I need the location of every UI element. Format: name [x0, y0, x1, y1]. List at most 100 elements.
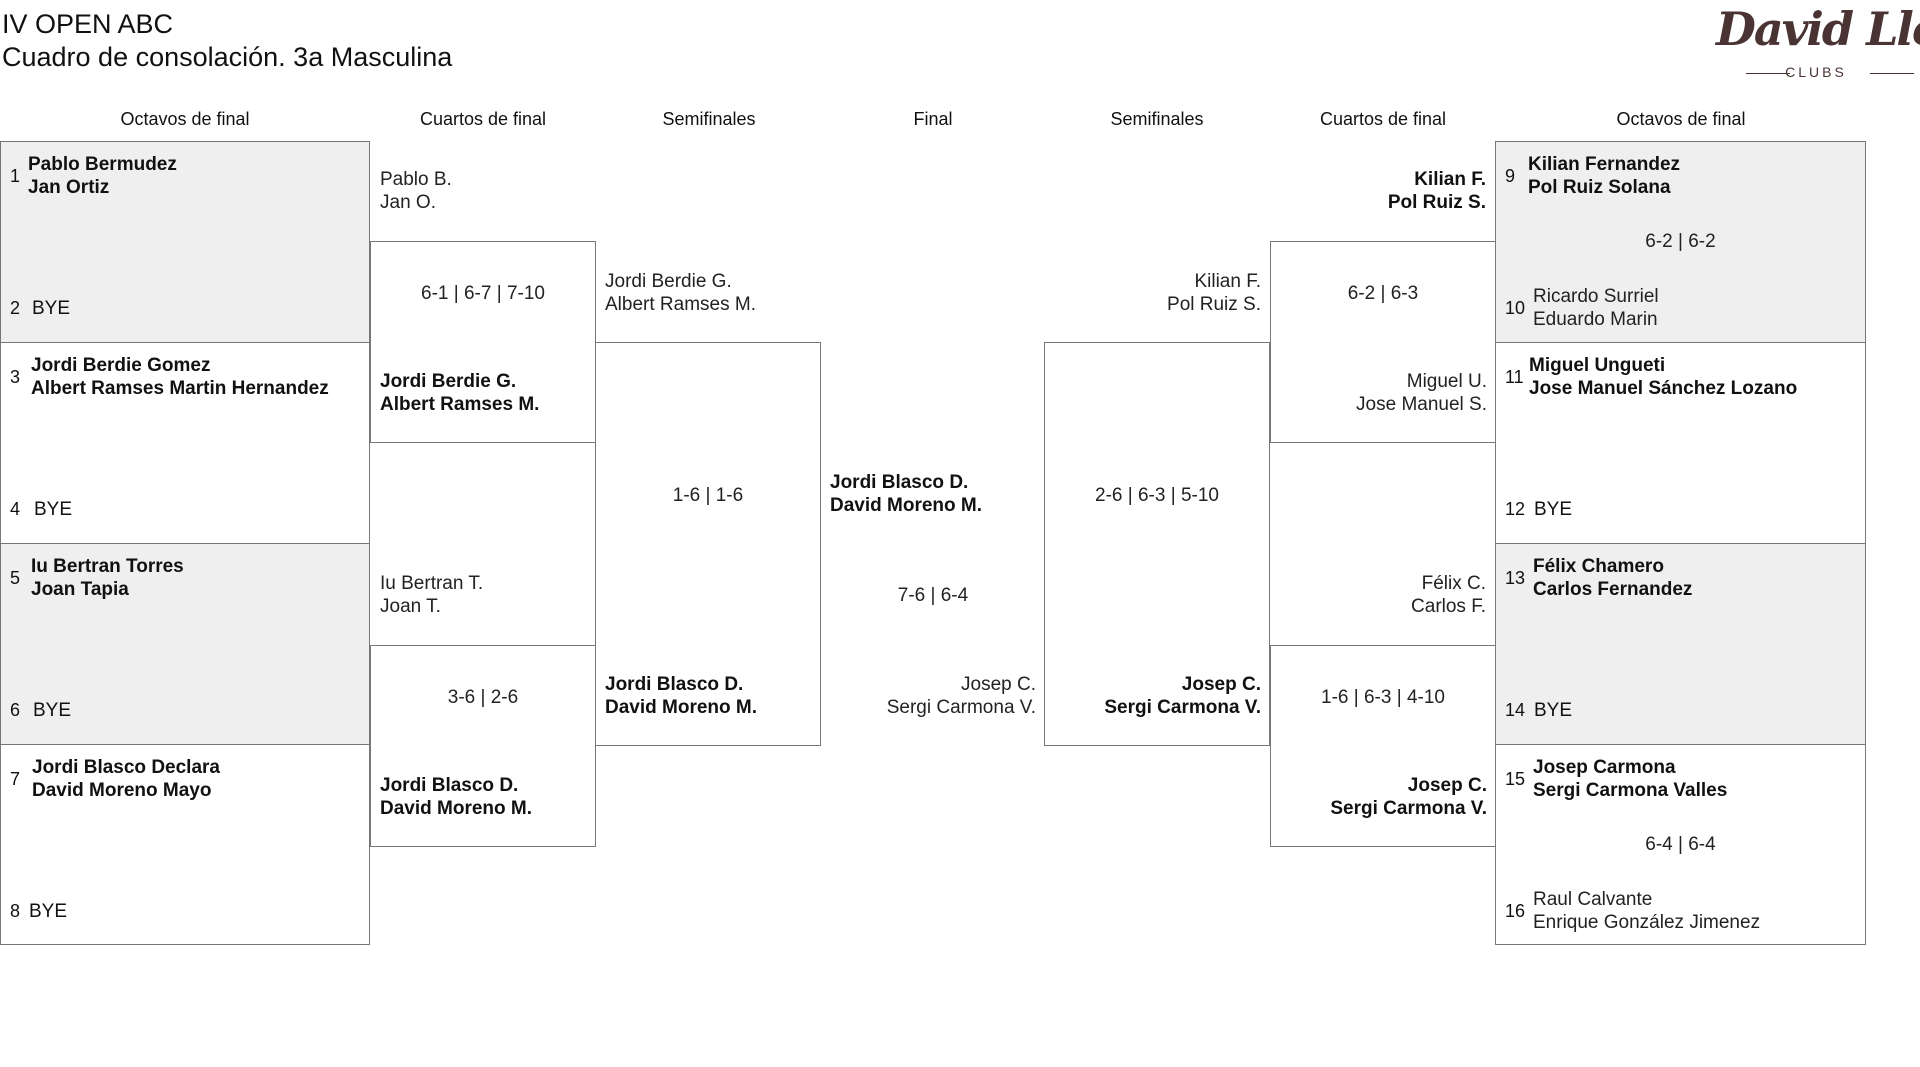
qf-player-name: Sergi Carmona V.: [1330, 798, 1487, 819]
player-name: Eduardo Marin: [1533, 309, 1658, 330]
logo-clubs: CLUBS: [1785, 64, 1847, 80]
right-r16-match-4: 15 Josep Carmona Sergi Carmona Valles 6-…: [1495, 744, 1866, 945]
round-label-left-sf: Semifinales: [662, 109, 756, 129]
logo-rule-right: [1870, 73, 1914, 74]
left-qf-match-2: 3-6 | 2-6 Jordi Blasco D. David Moreno M…: [370, 645, 596, 847]
qf-player-name: Josep C.: [1407, 775, 1487, 796]
right-r16-match-3: 13 Félix Chamero Carlos Fernandez 14 BYE: [1495, 543, 1866, 745]
logo-rule-left: [1746, 73, 1790, 74]
player-name: Sergi Carmona Valles: [1533, 780, 1728, 801]
player-name: Jan Ortiz: [28, 177, 110, 198]
qf-player-name: Miguel U.: [1406, 371, 1487, 392]
left-r16-match-2: 3 Jordi Berdie Gomez Albert Ramses Marti…: [0, 342, 370, 544]
qf-player-name: Kilian F.: [1414, 169, 1486, 190]
player-name: Pol Ruiz Solana: [1528, 177, 1671, 198]
bye-label: BYE: [33, 700, 72, 721]
seed-number: 11: [1505, 367, 1524, 387]
page-title: IV OPEN ABC Cuadro de consolación. 3a Ma…: [2, 8, 452, 74]
sf-player-name: Jordi Blasco D.: [605, 674, 744, 695]
right-r16-match-1: 9 Kilian Fernandez Pol Ruiz Solana 6-2 |…: [1495, 141, 1866, 343]
final-player-name: Josep C.: [961, 674, 1036, 695]
qf-player-name: Joan T.: [380, 596, 441, 617]
seed-number: 3: [10, 367, 21, 387]
seed-number: 16: [1505, 901, 1526, 921]
qf-player-name: Iu Bertran T.: [380, 573, 484, 594]
sf-player-name: Kilian F.: [1194, 271, 1261, 292]
bye-label: BYE: [1534, 499, 1573, 520]
round-label-left-qf: Cuartos de final: [419, 109, 547, 129]
seed-number: 2: [10, 298, 21, 318]
seed-number: 14: [1505, 700, 1526, 720]
left-r16-match-3: 5 Iu Bertran Torres Joan Tapia 6 BYE: [0, 543, 370, 745]
round-label-right-r16: Octavos de final: [1616, 109, 1746, 129]
round-label-right-sf: Semifinales: [1110, 109, 1204, 129]
left-qf-match-1: 6-1 | 6-7 | 7-10 Jordi Berdie G. Albert …: [370, 241, 596, 443]
match-score: 3-6 | 2-6: [447, 687, 519, 708]
player-name: Joan Tapia: [31, 579, 129, 600]
player-name: David Moreno Mayo: [32, 780, 212, 801]
qf-player-name: Pol Ruiz S.: [1387, 192, 1486, 213]
qf-player-name: Pablo B.: [380, 169, 452, 190]
seed-number: 12: [1505, 499, 1526, 519]
qf-player-name: Albert Ramses M.: [380, 394, 540, 415]
sf-player-name: Josep C.: [1181, 674, 1261, 695]
player-name: Jordi Berdie Gomez: [31, 355, 211, 376]
qf-player-name: Jordi Blasco D.: [380, 775, 519, 796]
final-player-name: David Moreno M.: [830, 495, 983, 516]
bye-label: BYE: [29, 901, 68, 922]
match-score: 2-6 | 6-3 | 5-10: [1095, 485, 1219, 506]
player-name: Albert Ramses Martin Hernandez: [31, 378, 329, 399]
seed-number: 6: [10, 700, 21, 720]
player-name: Iu Bertran Torres: [31, 556, 184, 577]
qf-player-name: Jose Manuel S.: [1356, 394, 1487, 415]
seed-number: 7: [10, 769, 21, 789]
player-name: Carlos Fernandez: [1533, 579, 1693, 600]
qf-player-name: Jordi Berdie G.: [380, 371, 517, 392]
david-lloyd-logo: David Lloyd CLUBS: [1700, 0, 1920, 90]
final-score: 7-6 | 6-4: [897, 585, 969, 606]
sf-player-name: Sergi Carmona V.: [1104, 697, 1261, 718]
player-name: Miguel Ungueti: [1529, 355, 1666, 376]
seed-number: 1: [10, 166, 21, 186]
seed-number: 15: [1505, 769, 1526, 789]
match-score: 1-6 | 1-6: [672, 485, 744, 506]
right-qf-match-1: 6-2 | 6-3 Miguel U. Jose Manuel S.: [1270, 241, 1496, 443]
left-sf-match: 1-6 | 1-6 Jordi Blasco D. David Moreno M…: [595, 342, 821, 746]
right-sf-match: 2-6 | 6-3 | 5-10 Josep C. Sergi Carmona …: [1044, 342, 1270, 746]
round-label-final: Final: [913, 109, 953, 129]
player-name: Pablo Bermudez: [28, 154, 177, 175]
player-name: Enrique González Jimenez: [1533, 912, 1761, 933]
round-label-right-qf: Cuartos de final: [1319, 109, 1447, 129]
player-name: Jordi Blasco Declara: [32, 757, 220, 778]
seed-number: 10: [1505, 298, 1526, 318]
match-score: 1-6 | 6-3 | 4-10: [1321, 687, 1445, 708]
player-name: Kilian Fernandez: [1528, 154, 1681, 175]
qf-player-name: Félix C.: [1421, 573, 1486, 594]
sf-player-name: Jordi Berdie G.: [605, 271, 732, 292]
seed-number: 13: [1505, 568, 1526, 588]
player-name: Raul Calvante: [1533, 889, 1653, 910]
player-name: Josep Carmona: [1533, 757, 1676, 778]
bye-label: BYE: [1534, 700, 1573, 721]
seed-number: 9: [1505, 166, 1516, 186]
round-label-left-r16: Octavos de final: [120, 109, 250, 129]
left-r16-match-4: 7 Jordi Blasco Declara David Moreno Mayo…: [0, 744, 370, 945]
player-name: Félix Chamero: [1533, 556, 1664, 577]
match-score: 6-4 | 6-4: [1645, 834, 1716, 855]
tournament-name: IV OPEN ABC: [2, 9, 174, 39]
logo-wordmark: David Lloyd: [1716, 2, 1920, 56]
right-qf-match-2: 1-6 | 6-3 | 4-10 Josep C. Sergi Carmona …: [1270, 645, 1496, 847]
sf-player-name: Pol Ruiz S.: [1167, 294, 1261, 315]
left-r16-match-1: 1 Pablo Bermudez Jan Ortiz 2 BYE: [0, 141, 370, 343]
match-score: 6-2 | 6-2: [1645, 231, 1716, 252]
qf-player-name: David Moreno M.: [380, 798, 533, 819]
sf-player-name: David Moreno M.: [605, 697, 758, 718]
draw-name: Cuadro de consolación. 3a Masculina: [2, 42, 453, 72]
right-r16-match-2: 11 Miguel Ungueti Jose Manuel Sánchez Lo…: [1495, 342, 1866, 544]
final-player-name: Sergi Carmona V.: [886, 697, 1036, 718]
seed-number: 8: [10, 901, 21, 921]
qf-player-name: Carlos F.: [1411, 596, 1486, 617]
seed-number: 4: [10, 499, 21, 519]
bye-label: BYE: [34, 499, 73, 520]
seed-number: 5: [10, 568, 21, 588]
